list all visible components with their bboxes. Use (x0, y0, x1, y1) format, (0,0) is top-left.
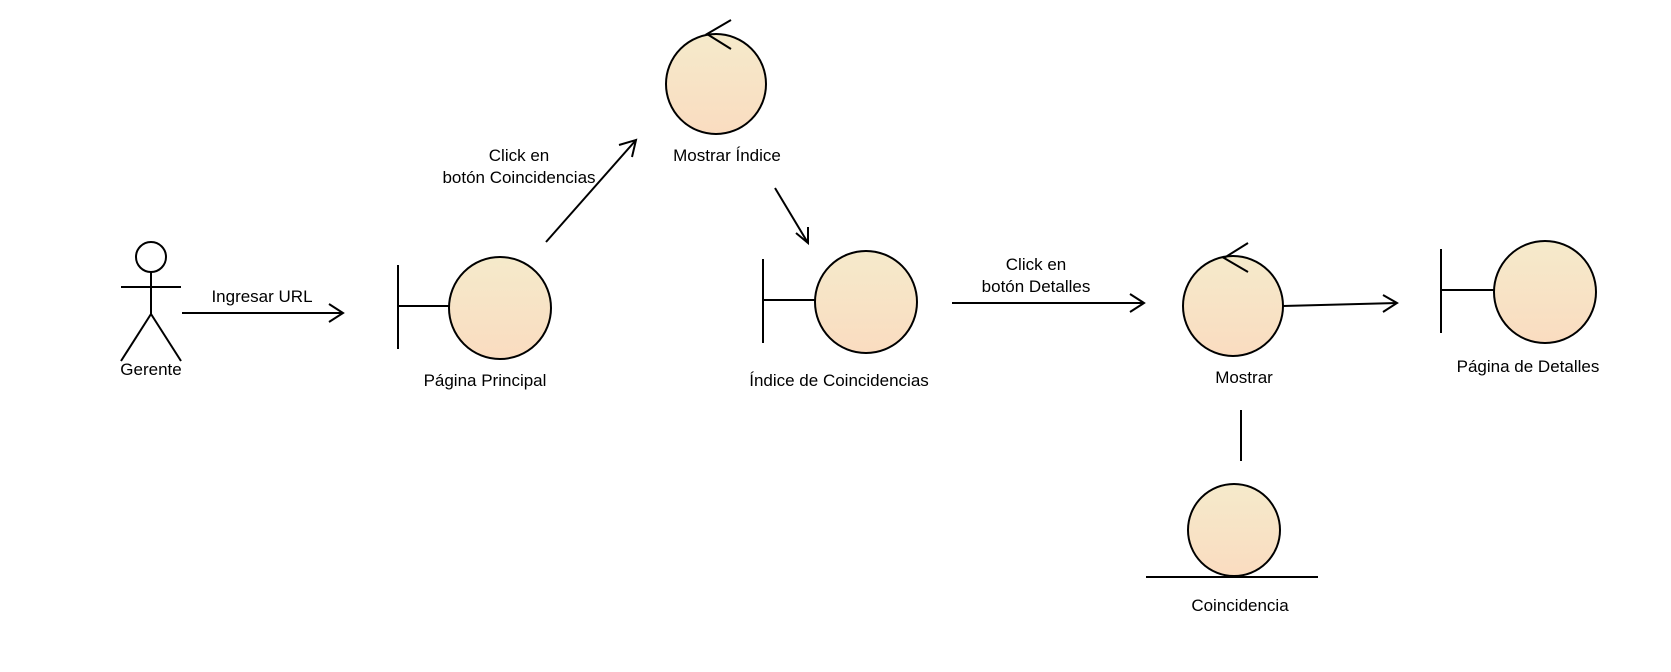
entity-coincidencia-label: Coincidencia (1191, 596, 1289, 615)
boundary-indice-coincidencias-label: Índice de Coincidencias (749, 371, 929, 390)
edge-click-detalles-label-2: botón Detalles (982, 277, 1091, 296)
edge-mostrar-to-detalles[interactable] (1282, 294, 1399, 313)
boundary-indice-coincidencias[interactable]: Índice de Coincidencias (749, 250, 929, 390)
boundary-pagina-principal-label: Página Principal (424, 371, 547, 390)
control-mostrar-label: Mostrar (1215, 368, 1273, 387)
edge-click-detalles-label-1: Click en (1006, 255, 1066, 274)
edge-indice-to-coincidencias[interactable] (774, 187, 809, 246)
boundary-pagina-principal[interactable]: Página Principal (397, 256, 552, 390)
control-mostrar[interactable]: Mostrar (1182, 242, 1284, 387)
edge-click-coincidencias[interactable]: Click en botón Coincidencias (442, 138, 638, 243)
control-mostrar-indice-label: Mostrar Índice (673, 146, 781, 165)
edge-click-coincidencias-label-1: Click en (489, 146, 549, 165)
actor-gerente-label: Gerente (120, 360, 181, 379)
boundary-pagina-detalles-label: Página de Detalles (1457, 357, 1600, 376)
edge-click-coincidencias-label-2: botón Coincidencias (442, 168, 595, 187)
control-mostrar-indice[interactable]: Mostrar Índice (665, 19, 781, 165)
entity-coincidencia[interactable]: Coincidencia (1146, 483, 1318, 615)
edge-ingresar-url-label: Ingresar URL (211, 287, 312, 306)
boundary-pagina-detalles[interactable]: Página de Detalles (1440, 240, 1600, 376)
edge-ingresar-url[interactable]: Ingresar URL (182, 287, 345, 323)
edge-click-detalles[interactable]: Click en botón Detalles (952, 255, 1146, 313)
actor-gerente[interactable]: Gerente (120, 241, 182, 379)
